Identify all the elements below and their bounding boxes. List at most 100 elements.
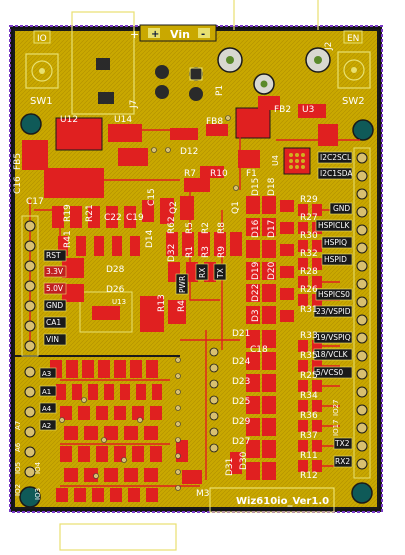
pin-label-i2c2scl: I2C2SCL (320, 153, 352, 162)
ref-r62: R62 (167, 216, 177, 234)
pin-label-23-vspid: 23/VSPID (316, 307, 351, 316)
ref-d23: D23 (232, 377, 250, 387)
sw2-label: SW2 (342, 96, 365, 107)
pin-label-io4: IO4 (34, 461, 42, 474)
pin-label-io3: IO3 (34, 488, 42, 500)
status-led-tx: TX (216, 268, 225, 279)
en-label: EN (347, 34, 359, 44)
ref-d18: D18 (267, 177, 277, 196)
ref-r41: R41 (63, 230, 73, 248)
j2-connector (305, 47, 331, 73)
ref-r4: R4 (177, 300, 187, 312)
ref-r30: R30 (300, 231, 318, 241)
ref-fb5: FB5 (13, 153, 23, 170)
ref-fb2: FB2 (274, 105, 291, 115)
ref-r12: R12 (300, 471, 318, 481)
pin-label-i2c1sda: I2C1SDA (320, 169, 353, 178)
ref-r32: R32 (300, 249, 318, 259)
ref-d19: D19 (251, 261, 261, 280)
ref-d15: D15 (251, 178, 261, 196)
ref-r19: R19 (63, 204, 73, 222)
ref-q2: Q2 (169, 201, 179, 214)
ref-r28: R28 (300, 267, 318, 277)
ref-r2: R2 (201, 222, 211, 234)
ref-c19: C19 (126, 213, 144, 223)
sw2-button (337, 51, 371, 89)
p1-label: P1 (215, 85, 225, 96)
pin-label-tx2: TX2 (334, 439, 350, 448)
ref-r1: R1 (185, 246, 195, 258)
pin-label-a1: A1 (42, 388, 51, 396)
status-led-pwr: PWR (178, 276, 187, 293)
pin-label-gnd-left: GND (46, 301, 63, 310)
pin-label-io17: IO17 (332, 420, 340, 436)
ref-q1: Q1 (231, 201, 241, 214)
ref-d25: D25 (232, 397, 250, 407)
ref-d31: D31 (225, 458, 235, 476)
ref-m3: M3 (196, 489, 210, 499)
mount-hole-bottom-left (19, 486, 41, 508)
dc-jack-outline (71, 11, 135, 115)
mount-hole-top-left (20, 113, 42, 135)
pin-label-rst: RST (46, 251, 61, 260)
vin-minus-label: - (201, 29, 205, 40)
ref-r7: R7 (184, 169, 196, 179)
vin-plus-label: + (151, 29, 159, 40)
ref-d28: D28 (106, 265, 125, 275)
ref-r11: R11 (300, 451, 318, 461)
ref-r36: R36 (300, 411, 318, 421)
vin-plus-label-left: + (130, 28, 139, 41)
ref-r9: R9 (217, 246, 227, 258)
ref-r33: R33 (300, 331, 318, 341)
pin-label-a3: A3 (42, 370, 51, 378)
ref-r21: R21 (85, 204, 95, 222)
ref-c16: C16 (13, 176, 23, 194)
ref-r29: R29 (300, 195, 318, 205)
pin-label-a7: A7 (14, 421, 22, 430)
ref-d20: D20 (267, 261, 277, 280)
pin-label-rx2: RX2 (335, 457, 350, 466)
ref-u13: U13 (112, 298, 126, 306)
io-label: IO (37, 34, 47, 44)
ref-d16: D16 (251, 219, 261, 238)
ref-u4: U4 (271, 155, 280, 166)
pin-label-ca1: CA1 (46, 318, 61, 327)
ref-r3: R3 (201, 246, 211, 258)
pin-label-hspiq: HSPIQ (324, 238, 347, 247)
ref-r25: R25 (300, 371, 318, 381)
bottom-connector-outline (59, 523, 177, 551)
sw1-label: SW1 (30, 96, 53, 107)
u13-chip (79, 291, 133, 333)
pin-label-hspics0: HSPICS0 (318, 290, 350, 299)
pin-label-19-vspiq: 19/VSPIQ (316, 333, 351, 342)
vin-label: Vin (170, 28, 190, 41)
ref-r10: R10 (210, 169, 228, 179)
ref-r13: R13 (157, 294, 167, 312)
ref-d22: D22 (251, 284, 261, 302)
ref-d24: D24 (232, 357, 251, 367)
ref-f1: F1 (246, 169, 257, 179)
ref-c15: C15 (147, 188, 157, 206)
j7-label: J7 (129, 100, 139, 109)
ref-r8: R8 (217, 222, 227, 234)
ref-d17: D17 (267, 220, 277, 238)
pin-label-3v3: 3.3V (46, 267, 64, 276)
mount-hole-bottom-right (351, 482, 373, 504)
ref-d30: D30 (239, 451, 249, 470)
pin-label-18-vclk: 18/VCLK (316, 350, 349, 359)
ref-d26: D26 (106, 285, 125, 295)
sw1-button (25, 53, 59, 89)
u4-qfn (283, 147, 311, 175)
pin-label-hspiclk: HSPICLK (318, 221, 351, 230)
pin-label-a6: A6 (14, 442, 22, 452)
ref-c17: C17 (26, 197, 44, 207)
ref-d27: D27 (232, 437, 250, 447)
ref-r34: R34 (300, 391, 318, 401)
pin-label-io5: IO5 (14, 462, 22, 474)
pin-label-io2: IO2 (14, 484, 22, 496)
ref-u12: U12 (60, 115, 78, 125)
pin-label-vin: VIN (46, 335, 59, 344)
left-header (24, 220, 36, 478)
ref-d32: D32 (167, 244, 177, 262)
